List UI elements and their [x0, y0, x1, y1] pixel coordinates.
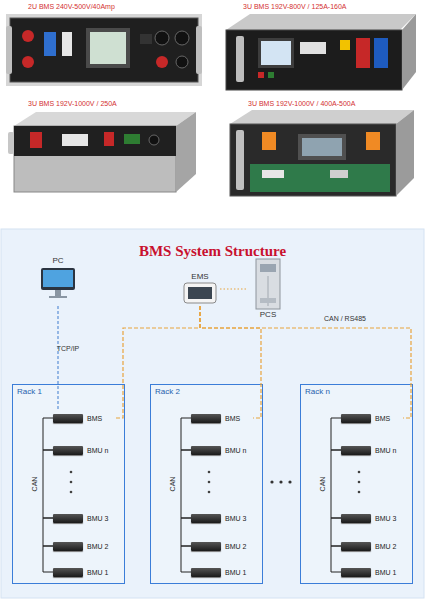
- pcs-cabinet: PCS: [248, 258, 288, 326]
- connector-label: CAN: [31, 477, 38, 492]
- bms-unit: BMU 1: [341, 565, 403, 579]
- ems-device-icon: [183, 282, 217, 304]
- diagram-title: BMS System Structure: [0, 243, 425, 260]
- bms-unit: BMS: [53, 411, 115, 425]
- bmu-device-icon: [53, 542, 83, 551]
- bmu-device-icon: [341, 446, 371, 455]
- node-label: BMU 2: [87, 543, 108, 550]
- bmu-device-icon: [191, 414, 221, 423]
- node-label: BMU n: [375, 447, 396, 454]
- bms-unit: BMU 1: [191, 565, 253, 579]
- product-caption: 2U BMS 240V-500V/40Amp: [28, 3, 115, 10]
- node-label: PC: [52, 256, 63, 266]
- node-label: BMU 2: [225, 543, 246, 550]
- node-label: BMU 3: [225, 515, 246, 522]
- ems-unit: EMS: [180, 272, 220, 306]
- rack-group: Rack 2 BMS BMU n BMU 3 BMU 2 BMU 1: [150, 384, 263, 584]
- bmu-device-icon: [191, 514, 221, 523]
- computer: PC: [36, 256, 80, 306]
- bmu-device-icon: [341, 414, 371, 423]
- bms-unit: BMU n: [191, 443, 253, 457]
- bmu-device-icon: [191, 542, 221, 551]
- product-photo: [6, 14, 202, 86]
- node-label: BMU 1: [375, 569, 396, 576]
- bmu-device-icon: [53, 414, 83, 423]
- product-photo: [8, 112, 196, 192]
- bms-unit: BMU n: [53, 443, 115, 457]
- bmu-device-icon: [341, 542, 371, 551]
- bmu-device-icon: [191, 446, 221, 455]
- product-photo: [230, 110, 414, 196]
- bmu-device-icon: [53, 568, 83, 577]
- diagram-background: [1, 229, 424, 598]
- product-caption: 3U BMS 192V-800V / 125A-160A: [243, 3, 347, 10]
- node-label: BMU 2: [375, 543, 396, 550]
- node-label: BMU 1: [87, 569, 108, 576]
- node-label: EMS: [191, 272, 208, 282]
- product-photo: [226, 14, 416, 90]
- bmu-device-icon: [191, 568, 221, 577]
- bms-unit: BMS: [341, 411, 403, 425]
- bms-unit: BMU 1: [53, 565, 115, 579]
- connector-label: CAN: [169, 477, 176, 492]
- ellipsis-dots: [270, 480, 291, 483]
- node-label: BMU 3: [375, 515, 396, 522]
- bms-unit: BMU 3: [341, 511, 403, 525]
- product-caption: 3U BMS 192V-1000V / 400A-500A: [248, 100, 355, 107]
- rack-label: Rack 2: [155, 387, 180, 396]
- bmu-device-icon: [53, 514, 83, 523]
- connector-label: CAN / RS485: [324, 315, 366, 322]
- bmu-device-icon: [341, 514, 371, 523]
- bms-unit: BMU n: [341, 443, 403, 457]
- product-caption: 3U BMS 192V-1000V / 250A: [28, 100, 117, 107]
- node-label: BMU 3: [87, 515, 108, 522]
- bms-unit: BMU 2: [53, 539, 115, 553]
- node-label: BMS: [225, 415, 240, 422]
- bms-unit: BMU 3: [191, 511, 253, 525]
- bms-unit: BMU 2: [341, 539, 403, 553]
- node-label: BMU n: [225, 447, 246, 454]
- node-label: BMU n: [87, 447, 108, 454]
- bms-unit: BMS: [191, 411, 253, 425]
- rack-label: Rack 1: [17, 387, 42, 396]
- connector-line: [220, 288, 248, 289]
- node-label: BMS: [375, 415, 390, 422]
- computer-icon: [38, 266, 78, 300]
- node-label: PCS: [260, 310, 276, 320]
- bmu-device-icon: [53, 446, 83, 455]
- connector-label: TCP/IP: [57, 345, 80, 352]
- pcs-cabinet-icon: [255, 258, 281, 310]
- rack-label: Rack n: [305, 387, 330, 396]
- node-label: BMS: [87, 415, 102, 422]
- bms-unit: BMU 3: [53, 511, 115, 525]
- rack-group: Rack n BMS BMU n BMU 3 BMU 2 BMU 1: [300, 384, 413, 584]
- node-label: BMU 1: [225, 569, 246, 576]
- bms-unit: BMU 2: [191, 539, 253, 553]
- connector-label: CAN: [319, 477, 326, 492]
- bmu-device-icon: [341, 568, 371, 577]
- rack-group: Rack 1 BMS BMU n BMU 3 BMU 2 BMU 1: [12, 384, 125, 584]
